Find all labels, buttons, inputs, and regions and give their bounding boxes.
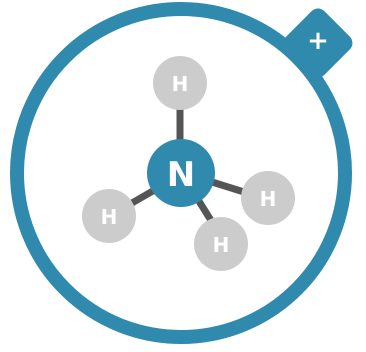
hydrogen-label: H: [101, 205, 118, 229]
charge-symbol: +: [307, 26, 329, 56]
hydrogen-atom-bottom: H: [194, 217, 248, 271]
bond-right: [210, 178, 246, 196]
nitrogen-atom: N: [147, 139, 215, 207]
hydrogen-atom-right: H: [241, 171, 295, 225]
nitrogen-label: N: [167, 155, 195, 195]
hydrogen-label: H: [213, 233, 230, 257]
hydrogen-atom-top: H: [153, 56, 207, 110]
bond-bottom: [194, 196, 215, 224]
hydrogen-label: H: [260, 187, 277, 211]
charge-badge: [283, 8, 353, 78]
hydrogen-label: H: [172, 72, 189, 96]
hydrogen-atom-left: H: [82, 189, 136, 243]
